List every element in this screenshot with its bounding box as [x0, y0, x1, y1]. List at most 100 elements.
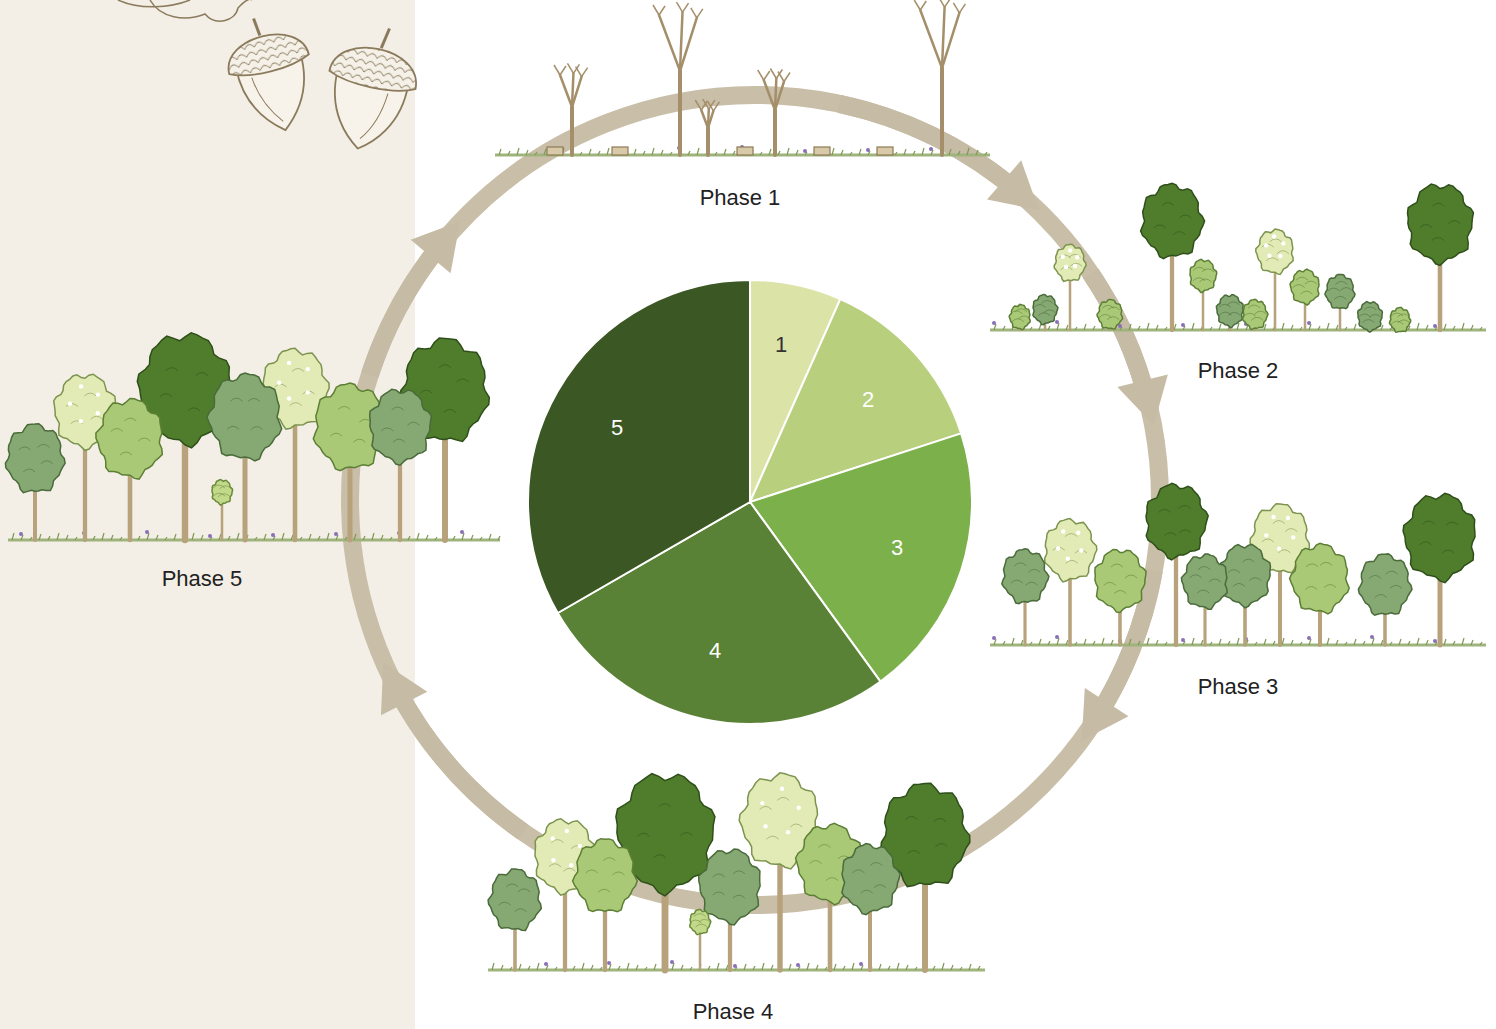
grass: [688, 151, 690, 155]
blossom: [1281, 241, 1285, 245]
grass: [787, 148, 789, 155]
ground-line: [990, 329, 1486, 332]
grass: [913, 151, 915, 155]
cycle-arrow: [381, 662, 523, 831]
crown-texture: [1227, 302, 1239, 305]
blossom: [306, 367, 310, 371]
crown-texture: [338, 406, 350, 409]
grass: [537, 963, 539, 970]
grass: [1381, 325, 1383, 330]
grass: [681, 965, 683, 970]
blossom: [551, 858, 555, 862]
flower: [1433, 324, 1437, 328]
crown-texture: [1306, 564, 1318, 567]
crown-texture: [407, 422, 419, 425]
flower: [992, 321, 996, 325]
grass: [598, 151, 600, 155]
flower: [859, 962, 863, 966]
grass: [1471, 325, 1473, 330]
crown-texture: [457, 379, 469, 382]
arrow-arc: [839, 104, 1020, 194]
tree-crown: [1146, 483, 1208, 560]
twig: [582, 68, 588, 77]
crown-texture: [818, 844, 830, 847]
grass: [528, 966, 530, 970]
crown-texture: [518, 889, 530, 892]
crown-texture: [1038, 313, 1050, 316]
grass: [843, 966, 845, 970]
bare-branch: [764, 80, 775, 110]
tree-crown: [1141, 183, 1205, 258]
grass: [726, 965, 728, 970]
crown-texture: [218, 494, 230, 497]
crown-texture: [1044, 310, 1056, 313]
grass: [643, 151, 645, 155]
crown-texture: [91, 416, 103, 419]
grass: [634, 149, 636, 155]
crown-texture: [1014, 563, 1026, 566]
twig: [695, 100, 701, 110]
ground-line: [990, 644, 1486, 647]
crown-texture: [506, 884, 518, 887]
grass: [1192, 638, 1194, 645]
crown-texture: [1324, 585, 1336, 588]
blossom: [1272, 234, 1276, 238]
crown-texture: [1375, 595, 1387, 598]
bare-trunk: [678, 71, 682, 155]
crown-texture: [330, 433, 342, 436]
blossom: [786, 830, 790, 834]
tree-crown: [1325, 274, 1355, 308]
crown-texture: [1248, 305, 1260, 308]
blossom: [1079, 548, 1083, 552]
crown-texture: [1173, 232, 1185, 235]
crown-texture: [1028, 569, 1040, 572]
grass: [1390, 642, 1392, 645]
blossom: [96, 411, 100, 415]
phase-panel: Phase 1: [495, 15, 990, 220]
grass: [859, 149, 861, 155]
grass: [816, 965, 818, 970]
arrow-head: [987, 160, 1039, 210]
blossom: [1061, 529, 1065, 533]
crown-texture: [563, 868, 575, 871]
grass: [1111, 640, 1113, 645]
grass: [1336, 640, 1338, 645]
crown-texture: [1448, 221, 1460, 224]
crown-texture: [935, 844, 947, 847]
twig: [560, 66, 566, 75]
phase-panel: Phase 3: [990, 480, 1490, 705]
tree-crown: [1054, 244, 1086, 281]
crown-texture: [1334, 296, 1346, 299]
crown-texture: [1179, 215, 1191, 218]
grass: [1327, 323, 1329, 330]
flower: [1181, 638, 1185, 642]
blossom: [797, 806, 801, 810]
grass: [960, 967, 962, 970]
grass: [1345, 642, 1347, 645]
bare-branch: [942, 7, 945, 68]
tree-crown: [96, 398, 162, 479]
phase-label: Phase 4: [693, 999, 774, 1025]
grass: [102, 533, 104, 540]
blossom: [96, 392, 100, 396]
twig: [691, 8, 697, 18]
tree-crown: [842, 844, 900, 915]
crown-texture: [188, 408, 200, 411]
grass: [976, 150, 978, 155]
grass: [580, 152, 582, 155]
crown-texture: [393, 439, 405, 442]
grass: [1372, 638, 1374, 645]
flower: [1181, 323, 1185, 327]
flower: [733, 964, 737, 968]
tree-crown: [488, 869, 541, 931]
tree-crown: [1181, 554, 1227, 609]
arrow-head: [411, 221, 460, 273]
cycle-ring: [350, 95, 1160, 905]
grass: [1480, 327, 1482, 330]
grass: [93, 536, 95, 540]
grass: [762, 963, 764, 970]
oak-leaf: [118, 0, 252, 21]
grass: [1156, 640, 1158, 645]
slice-number: 4: [709, 638, 721, 664]
crown-texture: [1262, 244, 1274, 247]
